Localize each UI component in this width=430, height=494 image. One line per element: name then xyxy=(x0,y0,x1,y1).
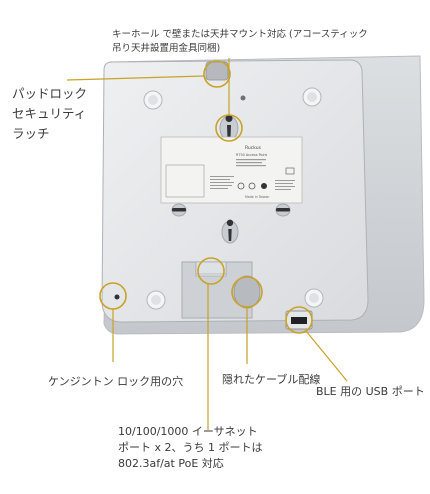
keyhole-slot-center xyxy=(221,219,239,244)
callout-ring-ethernet xyxy=(197,257,225,285)
regulatory-label: Ruckus R750 Access Point Made in Taiwan xyxy=(160,136,303,204)
leader-padlock xyxy=(66,75,205,81)
callout-hidden-cable: 隠れたケーブル配線 xyxy=(222,373,321,386)
rubber-foot xyxy=(302,87,322,107)
keyhole-slot-right xyxy=(275,203,291,217)
kensington-lock-hole xyxy=(114,294,120,300)
rubber-foot xyxy=(146,290,166,310)
callout-ethernet-ports: 10/100/1000 イーサネットポート x 2、うち 1 ポートは 802.… xyxy=(118,425,263,470)
callout-kensington-hole: ケンジントン ロック用の穴 xyxy=(48,375,184,388)
callout-ring-usb xyxy=(285,306,313,334)
label-made-in: Made in Taiwan xyxy=(245,195,269,199)
callout-ble-usb-port: BLE 用の USB ポート xyxy=(316,385,425,398)
callout-padlock-latch: パッドロック セキュリティ ラッチ xyxy=(12,86,88,141)
keyhole-slot-left xyxy=(171,203,187,217)
rubber-foot xyxy=(304,288,324,308)
leader-usb xyxy=(305,330,348,382)
label-model: R750 Access Point xyxy=(236,153,268,157)
label-brand: Ruckus xyxy=(245,145,262,151)
callout-ring-padlock xyxy=(203,60,231,88)
callout-keyhole-mount: キーホール で壁または天井マウント対応 (アコースティック吊り天井設置用金具同梱… xyxy=(112,29,368,54)
keyhole-slot-top xyxy=(219,115,239,141)
usb-port xyxy=(285,310,313,330)
ethernet-port-area xyxy=(195,261,227,275)
screw-icon xyxy=(240,95,246,101)
padlock-latch-slot xyxy=(205,61,229,81)
rubber-foot xyxy=(143,90,163,110)
